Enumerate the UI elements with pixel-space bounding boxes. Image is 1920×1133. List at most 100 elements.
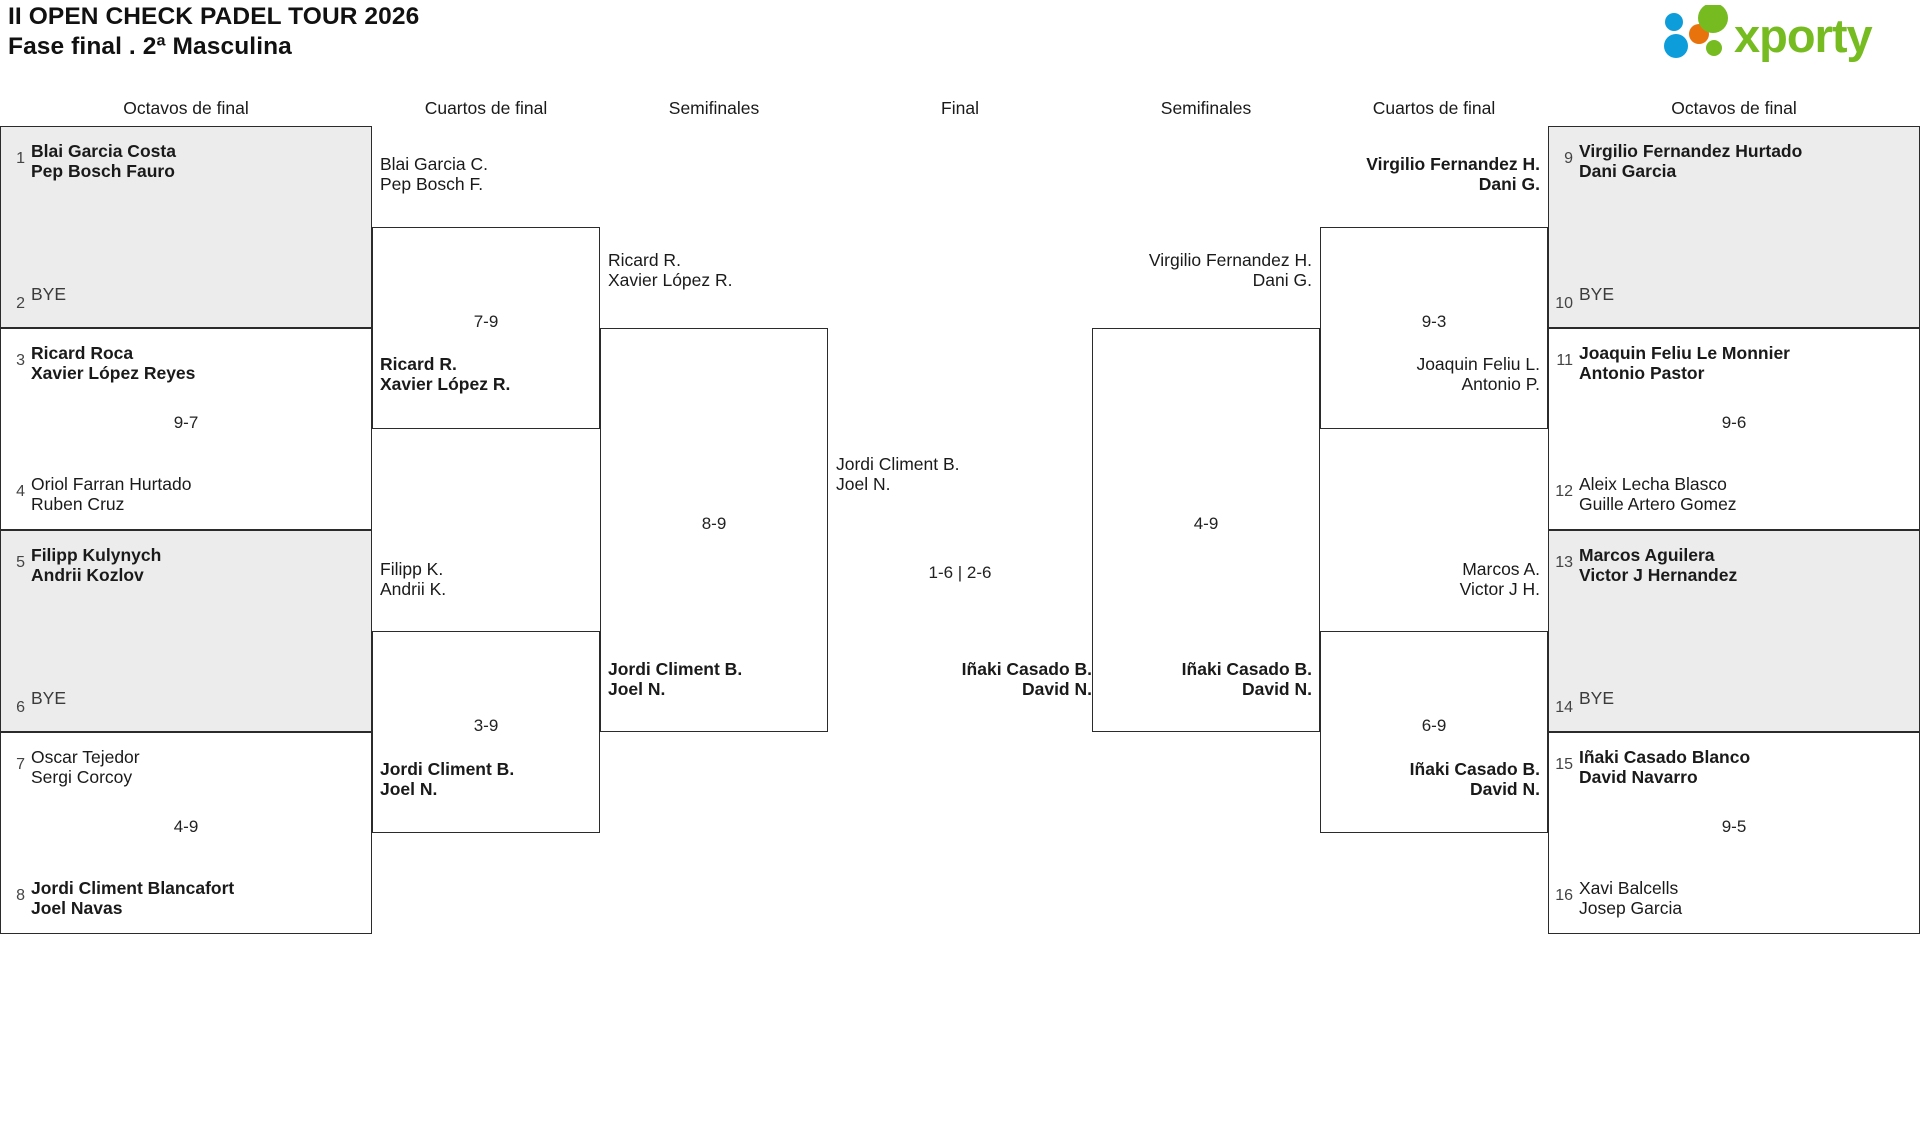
match-box-lsf[interactable]: 8-9 xyxy=(600,328,828,732)
team-names: Xavi Balcells Josep Garcia xyxy=(1579,878,1683,918)
match-slot-top: 5 Filipp Kulynych Andrii Kozlov xyxy=(1,544,371,585)
seed-number: 1 xyxy=(16,150,25,167)
match-slot-top: 1 Blai Garcia Costa Pep Bosch Fauro xyxy=(1,140,371,181)
qf-right-1-bottom-team: Joaquin Feliu L. Antonio P. xyxy=(1416,354,1540,394)
match-slot-top: 7 Oscar Tejedor Sergi Corcoy xyxy=(1,746,371,787)
team-names: Filipp Kulynych Andrii Kozlov xyxy=(31,545,162,585)
seed-number: 10 xyxy=(1555,295,1573,312)
match-score: 7-9 xyxy=(473,312,499,331)
qf-left-2-bottom-team: Jordi Climent B. Joel N. xyxy=(380,759,515,799)
team-names: BYE xyxy=(31,688,67,708)
round-header-4: Semifinales xyxy=(1160,98,1252,118)
seed-number: 9 xyxy=(1564,150,1573,167)
qf-right-2-top-team: Marcos A. Victor J H. xyxy=(1459,559,1540,599)
team-names: BYE xyxy=(1579,688,1615,708)
seed-number: 4 xyxy=(16,483,25,500)
match-box-r16-13[interactable]: 13 Marcos Aguilera Victor J Hernandez 14… xyxy=(1548,530,1920,732)
seed-number: 6 xyxy=(16,699,25,716)
match-box-lqf-2[interactable]: 3-9 xyxy=(372,631,600,833)
team-names: Marcos Aguilera Victor J Hernandez xyxy=(1579,545,1738,585)
qf-right-1-top-team: Virgilio Fernandez H. Dani G. xyxy=(1366,154,1540,194)
round-header-5: Cuartos de final xyxy=(1372,98,1496,118)
match-slot-top: 15 Iñaki Casado Blanco David Navarro xyxy=(1549,746,1919,787)
seed-number: 14 xyxy=(1555,699,1573,716)
match-box-r16-9[interactable]: 9 Virgilio Fernandez Hurtado Dani Garcia… xyxy=(1548,126,1920,328)
match-box-r16-15[interactable]: 15 Iñaki Casado Blanco David Navarro 9-5… xyxy=(1548,732,1920,934)
team-names: Blai Garcia Costa Pep Bosch Fauro xyxy=(31,141,176,181)
match-slot-bottom: 2 BYE xyxy=(1,285,371,313)
round-header-0: Octavos de final xyxy=(123,98,249,118)
match-slot-top: 11 Joaquin Feliu Le Monnier Antonio Past… xyxy=(1549,342,1919,383)
match-score: 3-9 xyxy=(473,716,499,735)
match-box-l16-3[interactable]: 5 Filipp Kulynych Andrii Kozlov 6 BYE xyxy=(0,530,372,732)
tournament-title: II OPEN CHECK PADEL TOUR 2026 xyxy=(8,3,420,30)
team-names: Ricard Roca Xavier López Reyes xyxy=(31,343,196,383)
logo-dot-green-small xyxy=(1706,40,1722,56)
seed-number: 11 xyxy=(1556,352,1573,369)
match-score: 8-9 xyxy=(701,514,727,533)
round-header-1: Cuartos de final xyxy=(424,98,548,118)
logo-dot-green-big xyxy=(1698,5,1728,33)
match-box-l16-2[interactable]: 3 Ricard Roca Xavier López Reyes 9-7 4 O… xyxy=(0,328,372,530)
seed-number: 7 xyxy=(16,756,25,773)
match-score: 9-6 xyxy=(1721,413,1747,432)
match-box-lqf-1[interactable]: 7-9 xyxy=(372,227,600,429)
match-box-l16-4[interactable]: 7 Oscar Tejedor Sergi Corcoy 4-9 8 Jordi… xyxy=(0,732,372,934)
xporty-logo[interactable]: xporty xyxy=(1658,5,1908,67)
sf-right-bottom-team: Iñaki Casado B. David N. xyxy=(1181,659,1312,699)
match-slot-bottom: 4 Oriol Farran Hurtado Ruben Cruz xyxy=(1,473,371,514)
match-slot-top: 3 Ricard Roca Xavier López Reyes xyxy=(1,342,371,383)
match-slot-top: 9 Virgilio Fernandez Hurtado Dani Garcia xyxy=(1549,140,1919,181)
team-names: BYE xyxy=(31,284,67,304)
match-box-r16-11[interactable]: 11 Joaquin Feliu Le Monnier Antonio Past… xyxy=(1548,328,1920,530)
match-box-rqf-2[interactable]: 6-9 xyxy=(1320,631,1548,833)
team-names: Iñaki Casado Blanco David Navarro xyxy=(1579,747,1751,787)
match-slot-bottom: 16 Xavi Balcells Josep Garcia xyxy=(1549,877,1919,918)
logo-wordmark: xporty xyxy=(1734,9,1873,62)
match-box-l16-1[interactable]: 1 Blai Garcia Costa Pep Bosch Fauro 2 BY… xyxy=(0,126,372,328)
team-names: BYE xyxy=(1579,284,1615,304)
team-names: Oriol Farran Hurtado Ruben Cruz xyxy=(31,474,192,514)
match-score: 9-7 xyxy=(173,413,199,432)
final-right-team: Iñaki Casado B. David N. xyxy=(961,659,1092,699)
seed-number: 16 xyxy=(1555,887,1573,904)
match-slot-bottom: 10 BYE xyxy=(1549,285,1919,313)
round-header-3: Final xyxy=(941,98,979,118)
seed-number: 3 xyxy=(16,352,25,369)
match-slot-bottom: 8 Jordi Climent Blancafort Joel Navas xyxy=(1,877,371,918)
team-names: Oscar Tejedor Sergi Corcoy xyxy=(31,747,140,787)
sf-left-bottom-team: Jordi Climent B. Joel N. xyxy=(608,659,743,699)
match-box-rqf-1[interactable]: 9-3 xyxy=(1320,227,1548,429)
seed-number: 15 xyxy=(1555,756,1573,773)
sf-left-top-team: Ricard R. Xavier López R. xyxy=(608,250,733,290)
match-slot-bottom: 6 BYE xyxy=(1,689,371,717)
match-slot-bottom: 12 Aleix Lecha Blasco Guille Artero Gome… xyxy=(1549,473,1919,514)
team-names: Aleix Lecha Blasco Guille Artero Gomez xyxy=(1579,474,1737,514)
match-score: 6-9 xyxy=(1421,716,1447,735)
round-header-2: Semifinales xyxy=(668,98,760,118)
page-title: II OPEN CHECK PADEL TOUR 2026 Fase final… xyxy=(8,2,419,62)
logo-dot-blue-top xyxy=(1665,13,1683,31)
qf-left-1-bottom-team: Ricard R. Xavier López R. xyxy=(380,354,511,394)
team-names: Joaquin Feliu Le Monnier Antonio Pastor xyxy=(1579,343,1790,383)
match-score: 4-9 xyxy=(1193,514,1219,533)
seed-number: 2 xyxy=(16,295,25,312)
team-names: Jordi Climent Blancafort Joel Navas xyxy=(31,878,235,918)
match-score: 9-3 xyxy=(1421,312,1447,331)
qf-left-2-top-team: Filipp K. Andrii K. xyxy=(380,559,447,599)
match-slot-bottom: 14 BYE xyxy=(1549,689,1919,717)
round-header-6: Octavos de final xyxy=(1671,98,1797,118)
qf-right-2-bottom-team: Iñaki Casado B. David N. xyxy=(1409,759,1540,799)
seed-number: 5 xyxy=(16,554,25,571)
match-score: 4-9 xyxy=(173,817,199,836)
qf-left-1-top-team: Blai Garcia C. Pep Bosch F. xyxy=(380,154,488,194)
team-names: Virgilio Fernandez Hurtado Dani Garcia xyxy=(1579,141,1803,181)
seed-number: 13 xyxy=(1555,554,1573,571)
logo-dot-blue-bottom xyxy=(1664,34,1688,58)
sf-right-top-team: Virgilio Fernandez H. Dani G. xyxy=(1148,250,1312,290)
tournament-subtitle: Fase final . 2ª Masculina xyxy=(8,33,292,60)
seed-number: 8 xyxy=(16,887,25,904)
match-box-rsf[interactable]: 4-9 xyxy=(1092,328,1320,732)
seed-number: 12 xyxy=(1555,483,1573,500)
